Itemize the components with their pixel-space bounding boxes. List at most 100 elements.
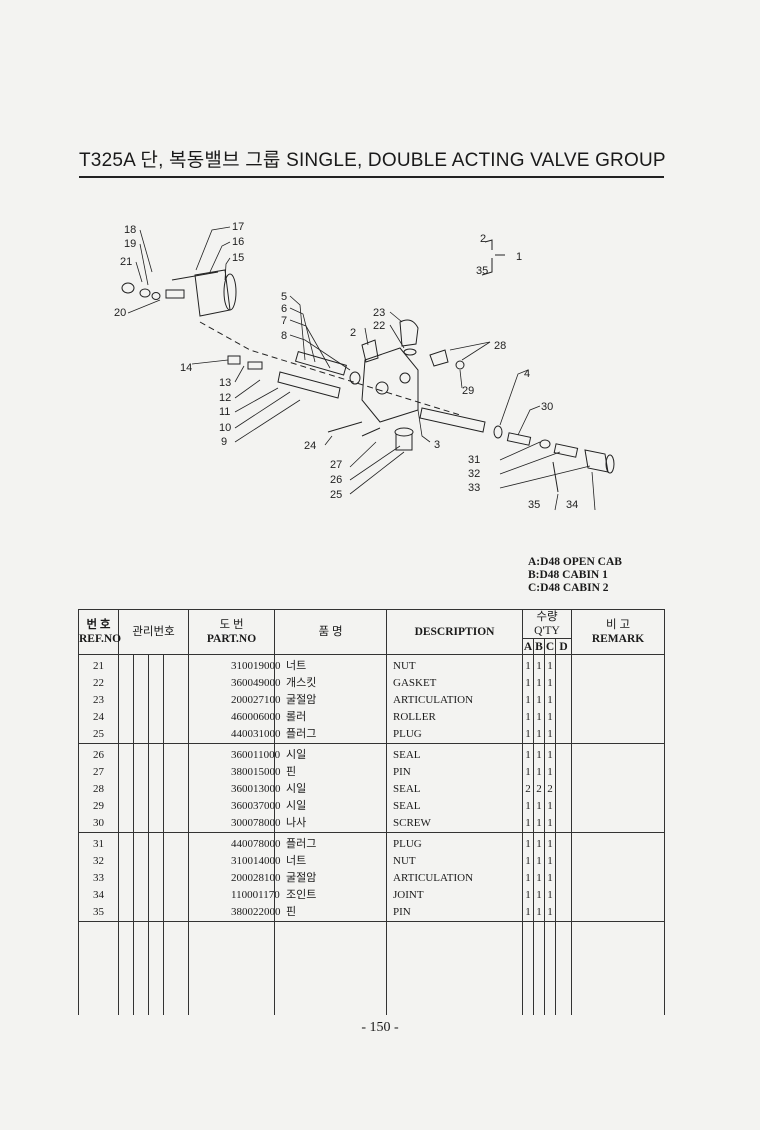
cell-c: 1 bbox=[547, 855, 553, 867]
cell-part: 460006000 bbox=[231, 711, 281, 723]
cell-a: 1 bbox=[525, 728, 531, 740]
col-ref bbox=[78, 921, 119, 1015]
cell-name: 나사 bbox=[286, 817, 307, 829]
cell-name: 플러그 bbox=[286, 838, 317, 850]
col-blank bbox=[148, 832, 164, 922]
callout-4: 4 bbox=[524, 368, 530, 380]
cell-part: 310019000 bbox=[231, 660, 281, 672]
cell-ref: 27 bbox=[93, 766, 104, 778]
part-18 bbox=[151, 292, 161, 300]
part-3-stem bbox=[419, 407, 486, 433]
legend-a: A:D48 OPEN CAB bbox=[528, 556, 622, 568]
col-blank bbox=[118, 654, 134, 744]
cell-c: 1 bbox=[547, 906, 553, 918]
header-mgmt: 관리번호 bbox=[117, 609, 190, 655]
cell-part: 360013000 bbox=[231, 783, 281, 795]
cell-b: 1 bbox=[536, 800, 542, 812]
col-blank bbox=[571, 832, 666, 922]
cell-name: 시일 bbox=[286, 749, 307, 761]
col-d bbox=[555, 743, 573, 833]
col-blank bbox=[133, 921, 149, 1015]
cell-name: 굴절암 bbox=[286, 872, 317, 884]
cab-legend: A:D48 OPEN CAB B:D48 CABIN 1 C:D48 CABIN… bbox=[528, 556, 622, 595]
cell-c: 1 bbox=[547, 817, 553, 829]
cell-d bbox=[556, 887, 571, 904]
cell-ref: 35 bbox=[93, 906, 104, 918]
callout-22: 22 bbox=[373, 320, 385, 332]
cell-ref: 29 bbox=[93, 800, 104, 812]
cell-a: 1 bbox=[525, 838, 531, 850]
cell-b: 1 bbox=[536, 855, 542, 867]
part-16-body bbox=[194, 269, 231, 317]
cell-ref: 31 bbox=[93, 838, 104, 850]
part-13 bbox=[247, 361, 263, 370]
cell-c: 1 bbox=[547, 728, 553, 740]
page-title: T325A 단, 복동밸브 그룹 SINGLE, DOUBLE ACTING V… bbox=[79, 145, 666, 178]
callout-35-inset: 35 bbox=[476, 265, 488, 277]
callout-13: 13 bbox=[219, 377, 231, 389]
part-14 bbox=[227, 355, 241, 365]
cell-part: 310014000 bbox=[231, 855, 281, 867]
cell-d bbox=[556, 798, 571, 815]
cell-a: 1 bbox=[525, 694, 531, 706]
cell-name: 굴절암 bbox=[286, 694, 317, 706]
cell-d bbox=[556, 904, 571, 921]
cell-b: 1 bbox=[536, 728, 542, 740]
callout-33: 33 bbox=[468, 482, 480, 494]
cell-part: 200027100 bbox=[231, 694, 281, 706]
cell-d bbox=[556, 747, 571, 764]
cell-d bbox=[556, 781, 571, 798]
cell-ref: 22 bbox=[93, 677, 104, 689]
header-qty: 수량 Q'TY bbox=[522, 609, 573, 639]
cell-desc: SEAL bbox=[393, 749, 421, 761]
col-name bbox=[274, 921, 388, 1015]
cell-c: 1 bbox=[547, 838, 553, 850]
col-blank bbox=[133, 832, 149, 922]
cell-d bbox=[556, 836, 571, 853]
cell-name: 핀 bbox=[286, 906, 297, 918]
col-d bbox=[555, 921, 573, 1015]
part-8 bbox=[349, 371, 361, 385]
callout-23: 23 bbox=[373, 307, 385, 319]
cell-name: 개스킷 bbox=[286, 677, 317, 689]
cell-b: 1 bbox=[536, 766, 542, 778]
callout-2-inset: 2 bbox=[480, 233, 486, 245]
col-blank bbox=[571, 654, 666, 744]
callout-27: 27 bbox=[330, 459, 342, 471]
cell-b: 2 bbox=[536, 783, 542, 795]
callout-24: 24 bbox=[304, 440, 316, 452]
cell-d bbox=[556, 692, 571, 709]
col-blank bbox=[148, 654, 164, 744]
cell-ref: 25 bbox=[93, 728, 104, 740]
cell-part: 380022000 bbox=[231, 906, 281, 918]
part-21-nut bbox=[121, 282, 135, 294]
callout-3: 3 bbox=[434, 439, 440, 451]
col-blank bbox=[118, 832, 134, 922]
col-blank bbox=[162, 654, 190, 744]
callout-32: 32 bbox=[468, 468, 480, 480]
callout-7: 7 bbox=[281, 315, 287, 327]
cell-name: 너트 bbox=[286, 855, 307, 867]
cell-c: 1 bbox=[547, 889, 553, 901]
col-part bbox=[188, 921, 276, 1015]
part-22-gasket bbox=[403, 348, 417, 356]
cell-part: 360037000 bbox=[231, 800, 281, 812]
cell-a: 1 bbox=[525, 660, 531, 672]
cell-c: 1 bbox=[547, 711, 553, 723]
part-20 bbox=[165, 289, 185, 299]
cell-name: 롤러 bbox=[286, 711, 307, 723]
header-description: DESCRIPTION bbox=[386, 609, 524, 655]
cell-c: 1 bbox=[547, 749, 553, 761]
cell-d bbox=[556, 815, 571, 832]
cell-desc: NUT bbox=[393, 855, 416, 867]
exploded-parts-diagram: 18 19 21 20 17 16 15 14 13 12 11 10 9 5 … bbox=[114, 221, 615, 511]
cell-d bbox=[556, 764, 571, 781]
cell-desc: SCREW bbox=[393, 817, 431, 829]
part-4-oring bbox=[493, 425, 503, 439]
